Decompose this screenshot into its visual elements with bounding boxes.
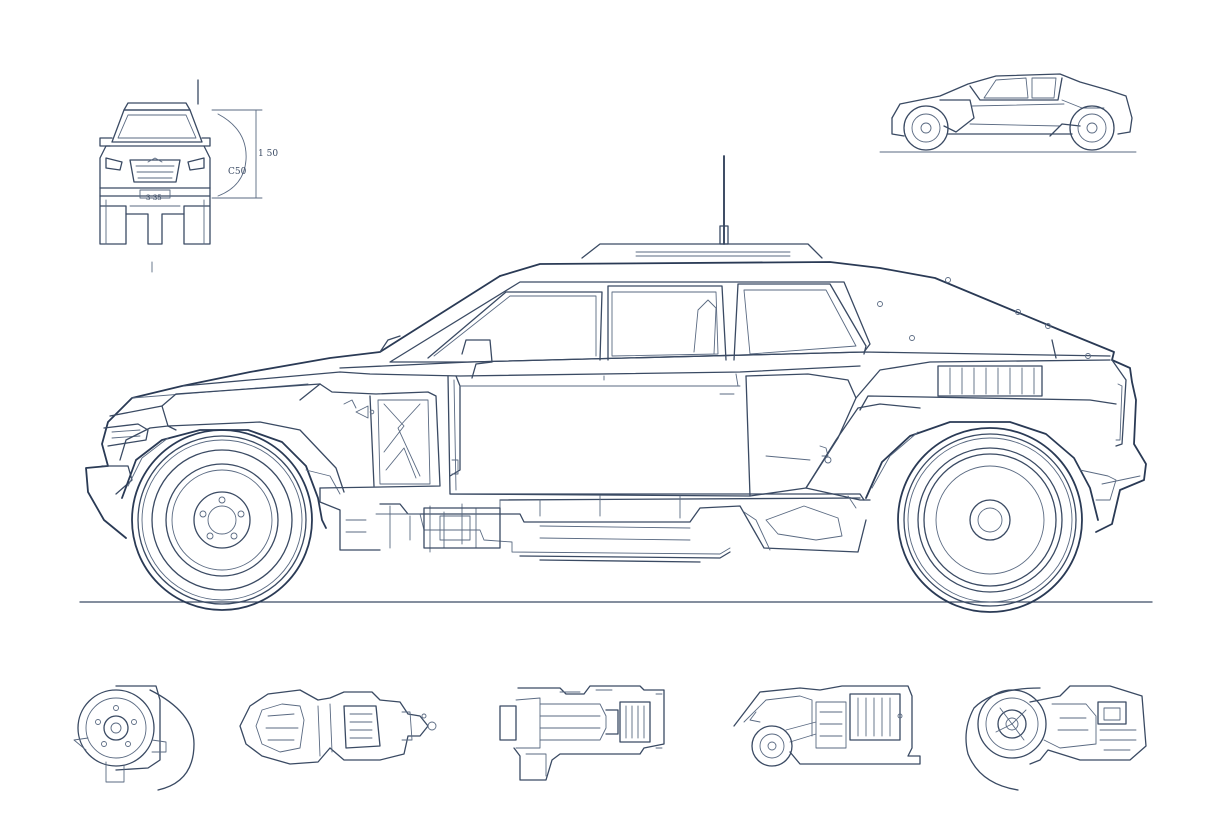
suv-side-view-icon [79, 155, 1153, 613]
drivetrain-detail-icon [499, 685, 665, 781]
rear-wheel [897, 427, 1083, 613]
suv-front-view-icon [99, 79, 211, 245]
front-view: 1 50 C50 3-35 [99, 79, 278, 273]
front-wheel [131, 429, 313, 611]
license-plate-text: 3-35 [146, 194, 162, 202]
radius-dimension-label: C50 [228, 167, 247, 177]
hub-motor-detail-icon [965, 685, 1147, 791]
rear-axle-detail-icon [733, 685, 921, 767]
engine-block-detail-icon [239, 689, 437, 765]
height-dimension-label: 1 50 [258, 149, 278, 159]
front-dimension-lines [151, 109, 263, 273]
wheel-hub-detail-icon [73, 685, 195, 791]
suv-three-quarter-view-icon [879, 73, 1137, 153]
